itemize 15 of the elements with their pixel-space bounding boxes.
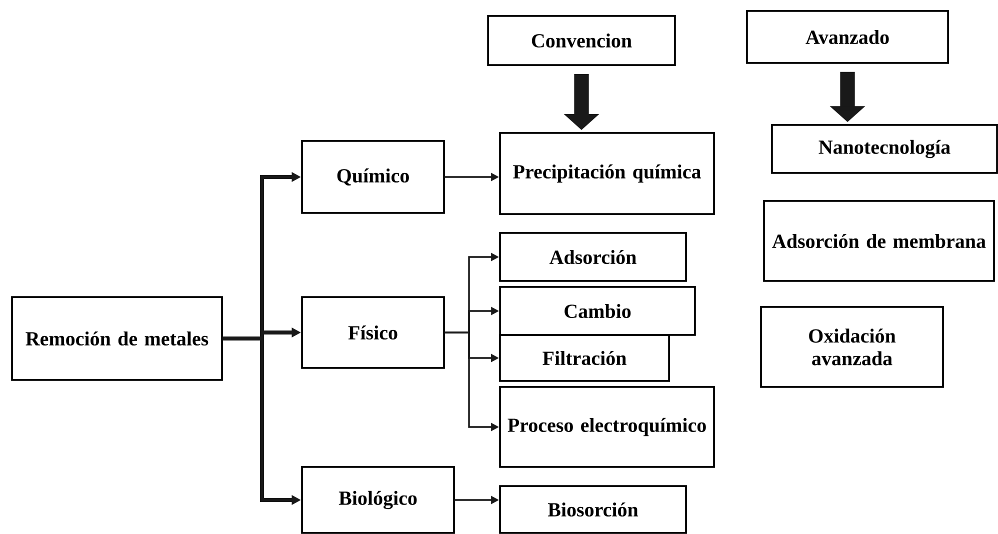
process-box: Físico [301,296,445,369]
process-box: Adsorción [499,232,687,282]
process-box: Filtración [499,334,670,382]
process-box: Cambio [499,286,696,336]
process-box: Químico [301,140,445,214]
process-box: Convencion [487,15,676,66]
process-box: Avanzado [746,10,949,64]
process-box: Nanotecnología [771,124,998,174]
process-box: Remoción de metales [11,296,223,381]
process-box: Oxidación avanzada [760,306,944,388]
process-box: Proceso electroquímico [499,386,715,468]
process-box: Biológico [301,466,455,534]
process-box: Precipitación química [499,132,715,215]
process-box: Adsorción de membrana [763,200,995,282]
process-box: Biosorción [499,485,687,534]
